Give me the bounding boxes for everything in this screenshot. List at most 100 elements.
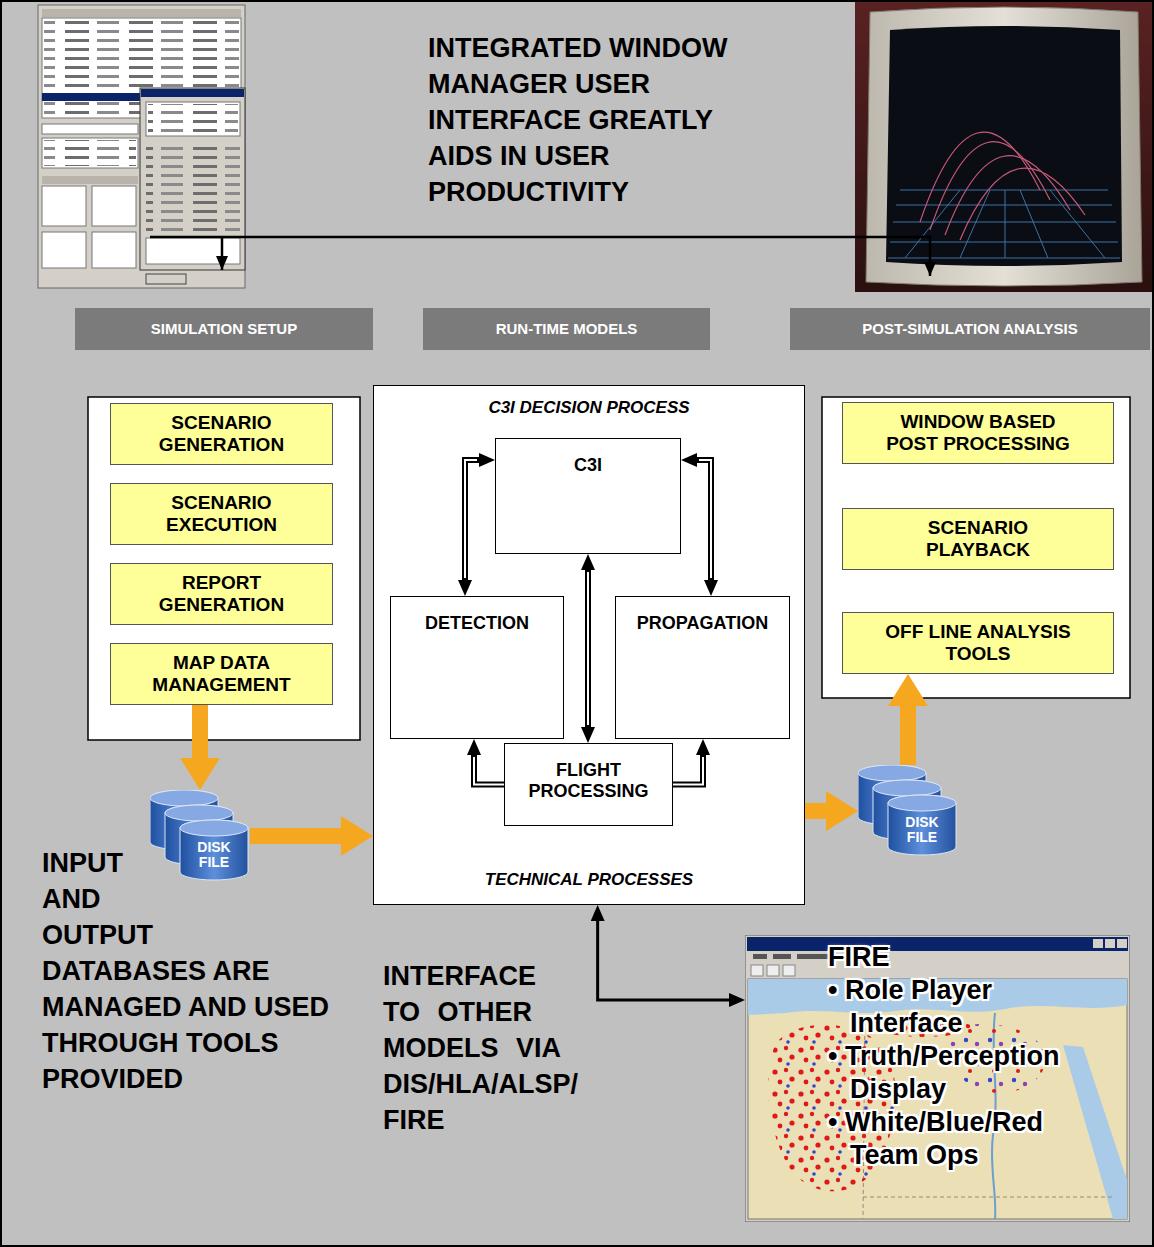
connector (465, 460, 483, 584)
process-name: PROPAGATION (616, 613, 789, 634)
note-block: INTEGRATED WINDOW MANAGER USER INTERFACE… (428, 30, 748, 210)
process-box: FLIGHT PROCESSING (504, 743, 673, 826)
disk-top (858, 765, 926, 781)
tool-box: SCENARIO GENERATION (110, 403, 333, 465)
disk-top (150, 790, 218, 806)
connector-line (192, 705, 208, 766)
disk-label: DISK FILE (186, 840, 242, 870)
disk-label: DISK FILE (894, 815, 950, 845)
connector-line (465, 460, 483, 584)
menu-item (753, 954, 767, 959)
connector (693, 460, 711, 584)
tool-icon (783, 965, 795, 976)
connector-line (900, 698, 916, 765)
disk-top (165, 805, 233, 821)
tool-name: SCENARIO GENERATION (137, 412, 307, 456)
input-field (42, 124, 138, 134)
disk-top (873, 780, 941, 796)
annotation-text: INTERFACE TO OTHER MODELS VIA DIS/HLA/AL… (383, 961, 578, 1135)
connector-line (673, 751, 703, 785)
connector-line (250, 828, 349, 844)
annotation-text: INTEGRATED WINDOW MANAGER USER INTERFACE… (428, 33, 727, 207)
monitor-photo (855, 0, 1152, 292)
window-button (1105, 939, 1115, 948)
process-panel: C3I DECISION PROCESSTECHNICAL PROCESSESC… (373, 385, 805, 905)
screen-grid (888, 190, 1120, 258)
list-box (42, 232, 86, 268)
panel-caption: C3I DECISION PROCESS (488, 398, 689, 418)
band-title: SIMULATION SETUP (151, 320, 297, 338)
connector-core (474, 757, 504, 785)
bullet-item: • White/Blue/Red Team Ops (828, 1106, 1106, 1172)
monitor-screen (886, 26, 1122, 266)
tool-box: SCENARIO EXECUTION (110, 483, 333, 545)
tool-box: WINDOW BASED POST PROCESSING (842, 402, 1114, 464)
disk-text-holder: DISK FILE (888, 815, 956, 845)
window-button (1093, 939, 1103, 948)
band-title: RUN-TIME MODELS (496, 320, 638, 338)
annotation-text: INPUT AND OUTPUT DATABASES ARE MANAGED A… (42, 848, 329, 1094)
connector-line (805, 803, 834, 819)
connector (673, 751, 703, 785)
connector-line (474, 751, 504, 785)
grid-line (888, 258, 1120, 259)
note-block: INTERFACE TO OTHER MODELS VIA DIS/HLA/AL… (383, 958, 586, 1138)
tool-name: OFF LINE ANALYSIS TOOLS (881, 621, 1076, 665)
window-frame (745, 935, 1130, 1222)
disk-file: DISK FILE (858, 765, 958, 857)
disk-body (888, 795, 956, 855)
dialog-list (146, 102, 240, 136)
grid-line (900, 190, 1108, 191)
photo-backdrop (855, 0, 1152, 292)
stage-band: POST-SIMULATION ANALYSIS (790, 308, 1150, 350)
dialog-window (140, 88, 245, 270)
window-button (1117, 939, 1127, 948)
grid-line (960, 190, 990, 258)
list-box (42, 186, 86, 226)
tool-name: SCENARIO PLAYBACK (881, 517, 1076, 561)
setup-screenshot (38, 5, 245, 288)
tool-name: SCENARIO EXECUTION (137, 492, 307, 536)
grid-line (890, 242, 1118, 243)
bullet-item: • Role Player Interface (828, 974, 1106, 1040)
title-bar (747, 937, 1128, 951)
dialog-title-bar (141, 89, 244, 97)
ui-button (146, 274, 186, 284)
column-header (42, 9, 241, 17)
bullet-item: • Truth/Perception Display (828, 1040, 1106, 1106)
field-rows (44, 140, 136, 166)
tool-name: MAP DATA MANAGEMENT (137, 652, 307, 696)
data-flow-arrow (250, 836, 349, 837)
connector (598, 917, 733, 1000)
data-flow-arrow (200, 705, 201, 766)
process-box: DETECTION (390, 596, 564, 739)
connector-line (693, 460, 711, 584)
tool-icon (751, 965, 763, 976)
connector-core (673, 757, 703, 785)
tool-box: SCENARIO PLAYBACK (842, 508, 1114, 570)
list-box (92, 232, 136, 268)
connector-core (465, 460, 477, 578)
disk-body (180, 820, 248, 880)
tool-box: REPORT GENERATION (110, 563, 333, 625)
band-title: POST-SIMULATION ANALYSIS (862, 320, 1077, 338)
grid-line (1050, 190, 1105, 258)
stage-band: SIMULATION SETUP (75, 308, 373, 350)
disk-file: DISK FILE (150, 790, 250, 882)
connector (474, 751, 504, 785)
data-flow-arrow (805, 811, 834, 812)
bullet-list: FIRE• Role Player Interface• Truth/Perce… (828, 941, 1106, 1172)
process-name: FLIGHT PROCESSING (519, 760, 659, 802)
pointer-line (221, 237, 224, 270)
input-field (42, 138, 138, 168)
dialog-rows (148, 104, 238, 134)
trajectory (930, 142, 1050, 230)
grid-line (1020, 190, 1048, 258)
trajectory (945, 156, 1070, 235)
disk-top (180, 820, 248, 836)
tool-name: REPORT GENERATION (137, 572, 307, 616)
process-name: C3I (496, 455, 680, 476)
screen-title: FIRE (828, 941, 1106, 974)
